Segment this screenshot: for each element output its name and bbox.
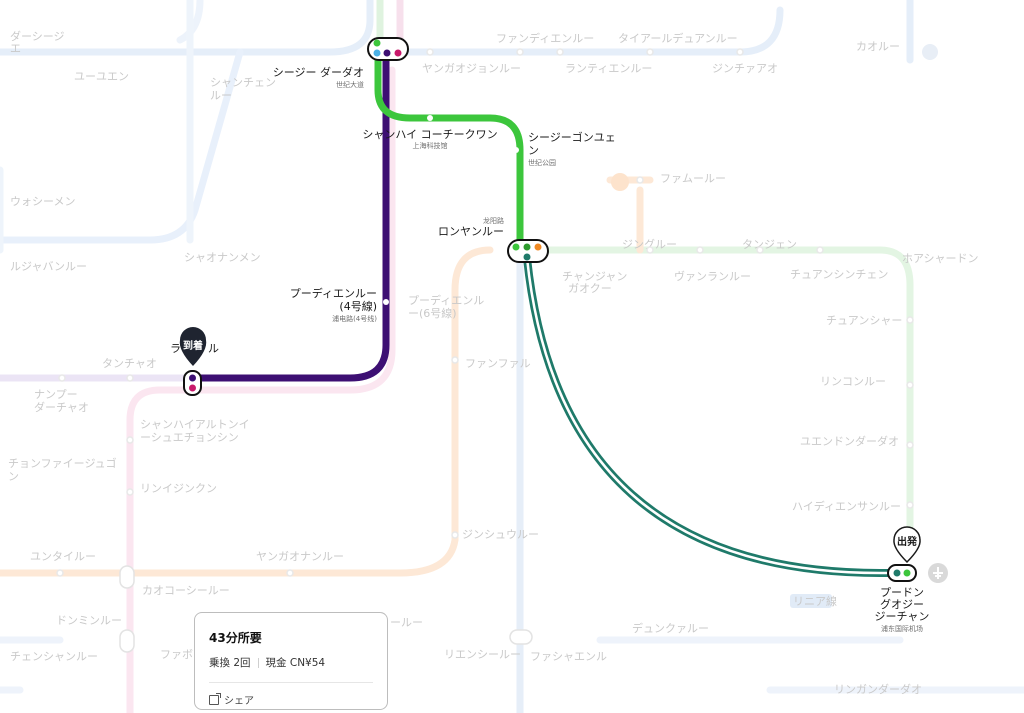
background-labels: ダーシージ エ ユーユエン シャンチェン ルー ヤンガオジョンルー ファンディエ… xyxy=(8,29,979,696)
bg-label: ユンタイルー xyxy=(30,550,96,563)
fare-amount: 現金 CN¥54 xyxy=(265,657,326,669)
station-name-century-park-2: ン xyxy=(528,144,539,157)
bg-label: ファボ xyxy=(160,648,193,661)
station-sub-longyang: 龙阳路 xyxy=(483,216,504,225)
bg-label: ランティエンルー xyxy=(565,62,652,75)
bg-label: ドンミンルー xyxy=(56,614,122,627)
station-name-destination: ラ xyxy=(170,342,181,355)
station-sub-pudian-lu: 浦电路(4号线) xyxy=(332,314,377,323)
origin-pin: 出発 xyxy=(893,526,921,564)
bg-label: ダーシージ xyxy=(10,29,65,43)
bg-label: リエンシールー xyxy=(444,648,521,661)
bg-label: チェンシャンルー xyxy=(10,650,98,663)
route-station-dot xyxy=(383,299,389,305)
bg-label: プーディエンル xyxy=(408,293,484,307)
bg-label: ールー xyxy=(390,616,423,629)
bg-label: ハイディエンサンルー xyxy=(792,499,901,513)
origin-pin-label: 出発 xyxy=(897,535,918,548)
bg-label: ガオクー xyxy=(568,282,612,295)
travel-duration: 43分所要 xyxy=(209,631,262,645)
bg-label: ホアシャードン xyxy=(902,252,979,265)
transfer-count: 乗換 2回 xyxy=(209,657,251,669)
station-name-pudian-lu-2: (4号線) xyxy=(339,299,377,313)
station-name-destination-2: ル xyxy=(208,342,219,355)
interchange-longyang-lu[interactable] xyxy=(507,239,549,263)
bg-label: ファンファル xyxy=(465,357,531,370)
bg-label: シャンハイアルトンイ xyxy=(140,418,250,431)
station-name-pudong-airport-3: ジーチャン xyxy=(875,610,930,623)
bg-label: ヤンガオジョンルー xyxy=(422,62,521,75)
bg-label: ルジャバンルー xyxy=(10,260,87,273)
bg-label: リンガンダーダオ xyxy=(834,682,922,696)
bg-label: チュアンシンチェン xyxy=(790,268,888,281)
background-badges: リニア線 xyxy=(611,44,938,608)
bg-label: ジンチァアオ xyxy=(712,62,778,75)
bg-label: ユエンドンダーダオ xyxy=(800,434,899,448)
bg-label: ファムールー xyxy=(660,172,726,185)
route-details-row: 乗換 2回 現金 CN¥54 xyxy=(209,655,373,670)
destination-pin: 到着 xyxy=(179,327,207,366)
bg-label: ー(6号線) xyxy=(408,306,457,320)
bg-label: ヤンガオナンルー xyxy=(256,550,344,563)
station-sub-pudong-airport: 浦东国际机场 xyxy=(881,624,923,633)
bg-label: エ xyxy=(10,42,21,55)
station-name-longyang: ロンヤンルー xyxy=(438,225,504,238)
station-sub-science-museum: 上海科技馆 xyxy=(413,141,448,150)
bg-label: チュアンシャー xyxy=(826,314,902,327)
route-station-dot xyxy=(427,115,433,121)
bg-label: ファシャエンル xyxy=(530,650,607,663)
share-icon xyxy=(209,692,221,705)
route-maglev-segment xyxy=(523,254,904,577)
interchange-destination[interactable] xyxy=(183,370,202,396)
bg-label: チョンファイージュゴ xyxy=(8,456,117,470)
station-name-pudong-airport: プードン xyxy=(880,586,924,599)
bg-label: ダーチャオ xyxy=(34,400,89,414)
station-name-shiji-dadao: シージー ダーダオ xyxy=(273,65,364,79)
bg-label: リンイジンクン xyxy=(140,482,217,495)
route-line2-segment xyxy=(374,51,524,252)
bg-label: タンチャオ xyxy=(102,357,157,370)
station-name-century-park: シージーゴンユェ xyxy=(528,130,616,144)
station-name-pudong-airport-2: グオジー xyxy=(880,597,924,611)
card-divider xyxy=(209,682,373,683)
bg-label: カオルー xyxy=(856,40,900,53)
bg-label: ン xyxy=(8,470,19,483)
detail-separator xyxy=(257,657,259,668)
bg-label: デュンクァルー xyxy=(632,621,709,635)
route-station-labels: シージー ダーダオ 世纪大道 シャンハイ コーチークワン 上海科技馆 シージーゴ… xyxy=(170,65,929,633)
bg-label: ナンプー xyxy=(34,388,78,401)
bg-label: ユーユエン xyxy=(74,70,129,83)
destination-pin-label: 到着 xyxy=(183,339,203,352)
station-name-pudian-lu: プーディエンルー xyxy=(290,286,377,300)
bg-label: シャオナンメン xyxy=(184,251,261,264)
bg-label: リンコンルー xyxy=(820,375,886,388)
share-button[interactable]: シェア xyxy=(209,692,373,707)
bg-label: シャンチェン xyxy=(210,76,276,89)
interchange-pudong-airport[interactable] xyxy=(887,564,917,582)
bg-label: ルー xyxy=(210,89,232,102)
station-sub-century-park: 世纪公园 xyxy=(528,158,556,167)
route-line4-segment xyxy=(189,51,390,382)
bg-label: カオコーシールー xyxy=(142,584,230,597)
interchange-shiji-dadao[interactable] xyxy=(367,37,409,61)
maglev-badge: リニア線 xyxy=(793,594,837,608)
bg-label: ジングルー xyxy=(622,237,677,251)
share-label: シェア xyxy=(224,696,254,707)
background-station-dots xyxy=(56,48,914,577)
bg-label: ジンシュウルー xyxy=(462,528,539,541)
bg-label: タンジェン xyxy=(742,238,797,251)
station-name-science-museum: シャンハイ コーチークワン xyxy=(362,128,497,141)
bg-label: ヴァンランルー xyxy=(674,269,751,283)
station-sub-shiji-dadao: 世纪大道 xyxy=(336,80,364,89)
bg-label: チャンジャン xyxy=(562,270,627,283)
bg-label: タイアールデュアンルー xyxy=(618,31,738,45)
route-station-dot xyxy=(513,147,519,153)
route-summary-card[interactable]: 43分所要 乗換 2回 現金 CN¥54 シェア xyxy=(194,612,388,710)
bg-label: ファンディエンルー xyxy=(496,31,594,45)
bg-label: ウォシーメン xyxy=(10,195,76,208)
bg-label: ーシュエチョンシン xyxy=(140,431,239,444)
airplane-icon xyxy=(933,567,943,579)
background-interchanges xyxy=(119,565,533,653)
